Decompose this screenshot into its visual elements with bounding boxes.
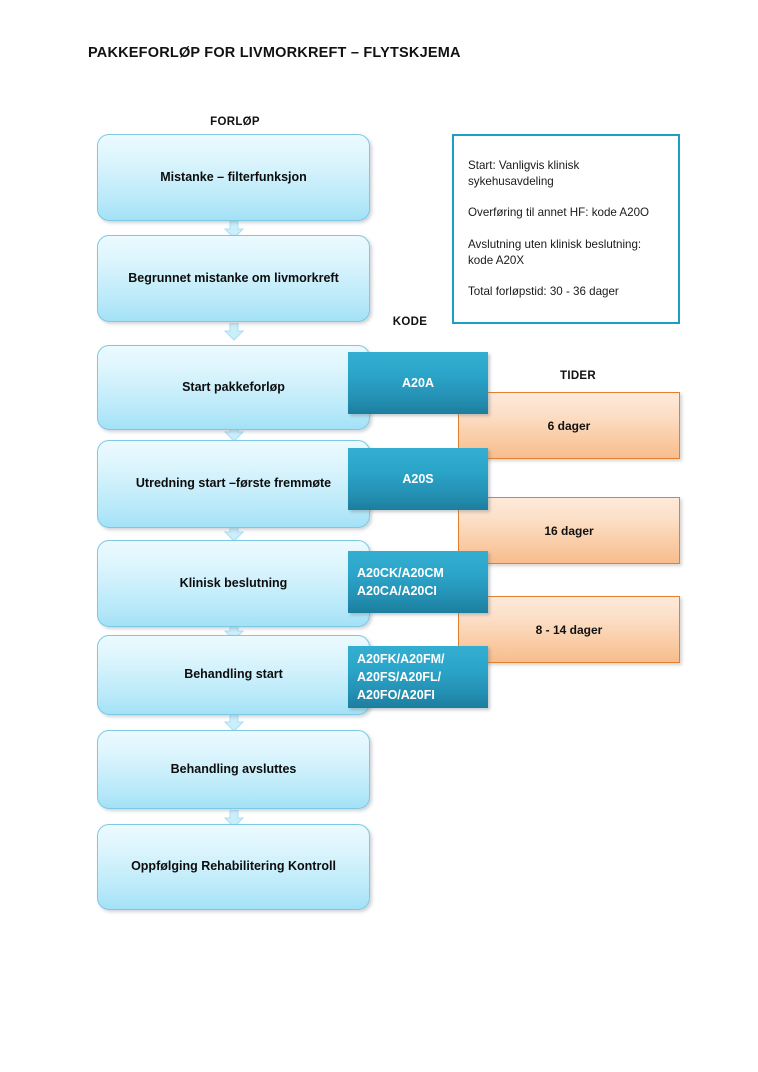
code-box-label: A20FK/A20FM/ A20FS/A20FL/ A20FO/A20FI (357, 651, 445, 703)
flow-arrow-7 (224, 810, 244, 828)
flow-box-klinisk-beslutning[interactable]: Klinisk beslutning (97, 540, 370, 627)
info-line-total-forlopstid: Total forløpstid: 30 - 36 dager (468, 285, 619, 299)
code-box-label: A20CK/A20CM A20CA/A20CI (357, 565, 444, 598)
flow-box-label: Begrunnet mistanke om livmorkreft (128, 270, 339, 285)
info-line-avslutning: Avslutning uten klinisk beslutning: kode… (468, 237, 642, 267)
info-line-start: Start: Vanligvis klinisk sykehusavdeling (468, 159, 580, 188)
time-box-3: 8 - 14 dager (458, 596, 680, 663)
flow-box-label: Start pakkeforløp (182, 379, 285, 394)
flow-box-behandling-avsluttes[interactable]: Behandling avsluttes (97, 730, 370, 809)
flow-box-oppfolging-rehabilitering-kontroll[interactable]: Oppfølging Rehabilitering Kontroll (97, 824, 370, 910)
time-box-1: 6 dager (458, 392, 680, 459)
flow-box-start-pakkeforlop[interactable]: Start pakkeforløp (97, 345, 370, 430)
flow-box-label: Utredning start –første fremmøte (135, 476, 332, 491)
code-box-label: A20S (402, 471, 434, 486)
flow-box-mistanke-filterfunksjon[interactable]: Mistanke – filterfunksjon (97, 134, 370, 221)
code-box-label: A20A (402, 375, 434, 390)
flow-arrow-6 (224, 714, 244, 732)
flow-arrow-2 (224, 323, 244, 341)
code-box-a20a[interactable]: A20A (348, 352, 488, 414)
flow-box-begrunnet-mistanke[interactable]: Begrunnet mistanke om livmorkreft (97, 235, 370, 322)
time-box-label: 8 - 14 dager (535, 622, 603, 637)
info-box: Start: Vanligvis klinisk sykehusavdeling… (452, 134, 680, 324)
code-box-a20s[interactable]: A20S (348, 448, 488, 510)
flow-box-label: Oppfølging Rehabilitering Kontroll (131, 859, 336, 874)
info-line-overforing: Overføring til annet HF: kode A20O (468, 206, 650, 220)
flow-box-label: Behandling avsluttes (170, 761, 297, 776)
code-box-a20f-group[interactable]: A20FK/A20FM/ A20FS/A20FL/ A20FO/A20FI (348, 646, 488, 708)
flow-box-label: Behandling start (184, 667, 283, 682)
flow-box-label: Mistanke – filterfunksjon (160, 169, 307, 184)
flow-box-utredning-start[interactable]: Utredning start –første fremmøte (97, 440, 370, 528)
column-header-kode: KODE (392, 316, 428, 328)
flow-box-behandling-start[interactable]: Behandling start (97, 635, 370, 715)
time-box-2: 16 dager (458, 497, 680, 564)
column-header-tider: TIDER (560, 370, 596, 382)
flow-arrow-1 (224, 221, 244, 239)
code-box-a20c-group[interactable]: A20CK/A20CM A20CA/A20CI (348, 551, 488, 613)
page-title: PAKKEFORLØP FOR LIVMORKREFT – FLYTSKJEMA (88, 45, 461, 61)
time-box-label: 6 dager (547, 418, 591, 433)
column-header-forlop: FORLØP (210, 116, 260, 128)
flow-box-label: Klinisk beslutning (179, 575, 288, 590)
time-box-label: 16 dager (544, 523, 594, 538)
